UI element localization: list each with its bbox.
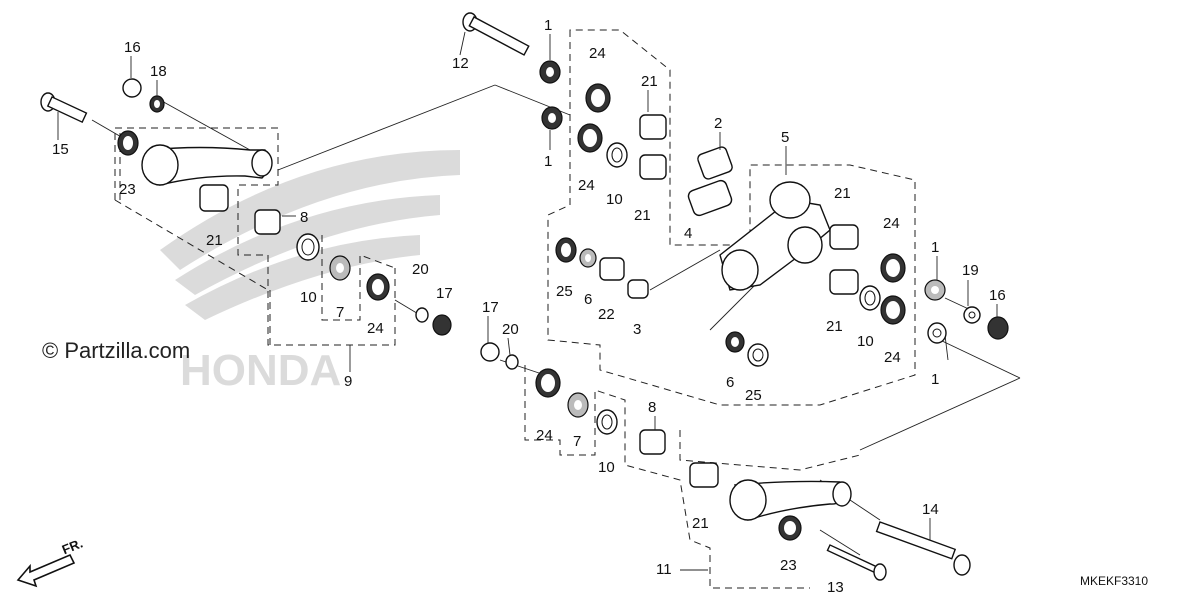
- callout-label: 9: [344, 373, 352, 390]
- copyright-watermark: © Partzilla.com: [42, 338, 190, 363]
- callout-label: 7: [336, 304, 344, 321]
- callout-label: 1: [544, 17, 552, 34]
- callout-label: 17: [482, 299, 499, 316]
- callout-label: 1: [931, 371, 939, 388]
- callout-label: 20: [412, 261, 429, 278]
- callout-label: 24: [884, 349, 901, 366]
- bolt-12: [462, 12, 530, 56]
- callout-label: 8: [648, 399, 656, 416]
- callout-label: 13: [827, 579, 844, 596]
- callout-label: 3: [633, 321, 641, 338]
- callout-label: 21: [206, 232, 223, 249]
- honda-logo-text: HONDA: [180, 346, 341, 395]
- callout-label: 21: [692, 515, 709, 532]
- honda-wing-watermark: HONDA: [160, 150, 460, 395]
- callout-label: 24: [367, 320, 384, 337]
- callout-label: 7: [573, 433, 581, 450]
- callout-label: 24: [578, 177, 595, 194]
- callout-label: 24: [883, 215, 900, 232]
- callout-label: 12: [452, 55, 469, 72]
- drawing-code: MKEKF3310: [1080, 574, 1148, 588]
- callout-label: 21: [834, 185, 851, 202]
- callout-label: 1: [931, 239, 939, 256]
- callout-label: 16: [124, 39, 141, 56]
- cushion-arm-5: [719, 181, 831, 291]
- callout-label: 21: [826, 318, 843, 335]
- callout-label: 4: [684, 225, 692, 242]
- callout-label: 10: [598, 459, 615, 476]
- callout-label: 10: [606, 191, 623, 208]
- callout-label: 16: [989, 287, 1006, 304]
- callout-label: 5: [781, 129, 789, 146]
- callout-label: 2: [714, 115, 722, 132]
- bolt-13: [826, 544, 887, 581]
- callout-label: 8: [300, 209, 308, 226]
- callout-label: 18: [150, 63, 167, 80]
- group-outlines: [114, 29, 916, 589]
- callout-label: 25: [556, 283, 573, 300]
- callout-label: 10: [857, 333, 874, 350]
- callout-labels: 16 18 15 23 21 8 10 7 24 20 17 9 12 1 1 …: [52, 17, 1006, 596]
- callout-label: 1: [544, 153, 552, 170]
- callout-label: 24: [536, 427, 553, 444]
- front-direction-arrow: FR.: [16, 536, 85, 588]
- bolt-14: [875, 521, 971, 576]
- washers-and-seals: [117, 60, 1009, 541]
- callout-label: 24: [589, 45, 606, 62]
- callout-label: 15: [52, 141, 69, 158]
- callout-label: 10: [300, 289, 317, 306]
- callout-label: 17: [436, 285, 453, 302]
- connecting-rod-lower: [729, 479, 852, 521]
- callout-label: 25: [745, 387, 762, 404]
- callout-label: 11: [656, 561, 672, 578]
- callout-label: 23: [780, 557, 797, 574]
- callout-ticks: [57, 31, 998, 571]
- callout-label: 21: [634, 207, 651, 224]
- bolt-15: [40, 92, 88, 124]
- bearings-and-collars: [199, 114, 859, 488]
- callout-label: 21: [641, 73, 658, 90]
- callout-label: 6: [584, 291, 592, 308]
- callout-label: 22: [598, 306, 615, 323]
- callout-label: 19: [962, 262, 979, 279]
- callout-label: 20: [502, 321, 519, 338]
- connecting-rod-upper: [141, 144, 273, 186]
- callout-label: 23: [119, 181, 136, 198]
- front-direction-label: FR.: [60, 536, 85, 558]
- callout-label: 6: [726, 374, 734, 391]
- callout-label: 14: [922, 501, 939, 518]
